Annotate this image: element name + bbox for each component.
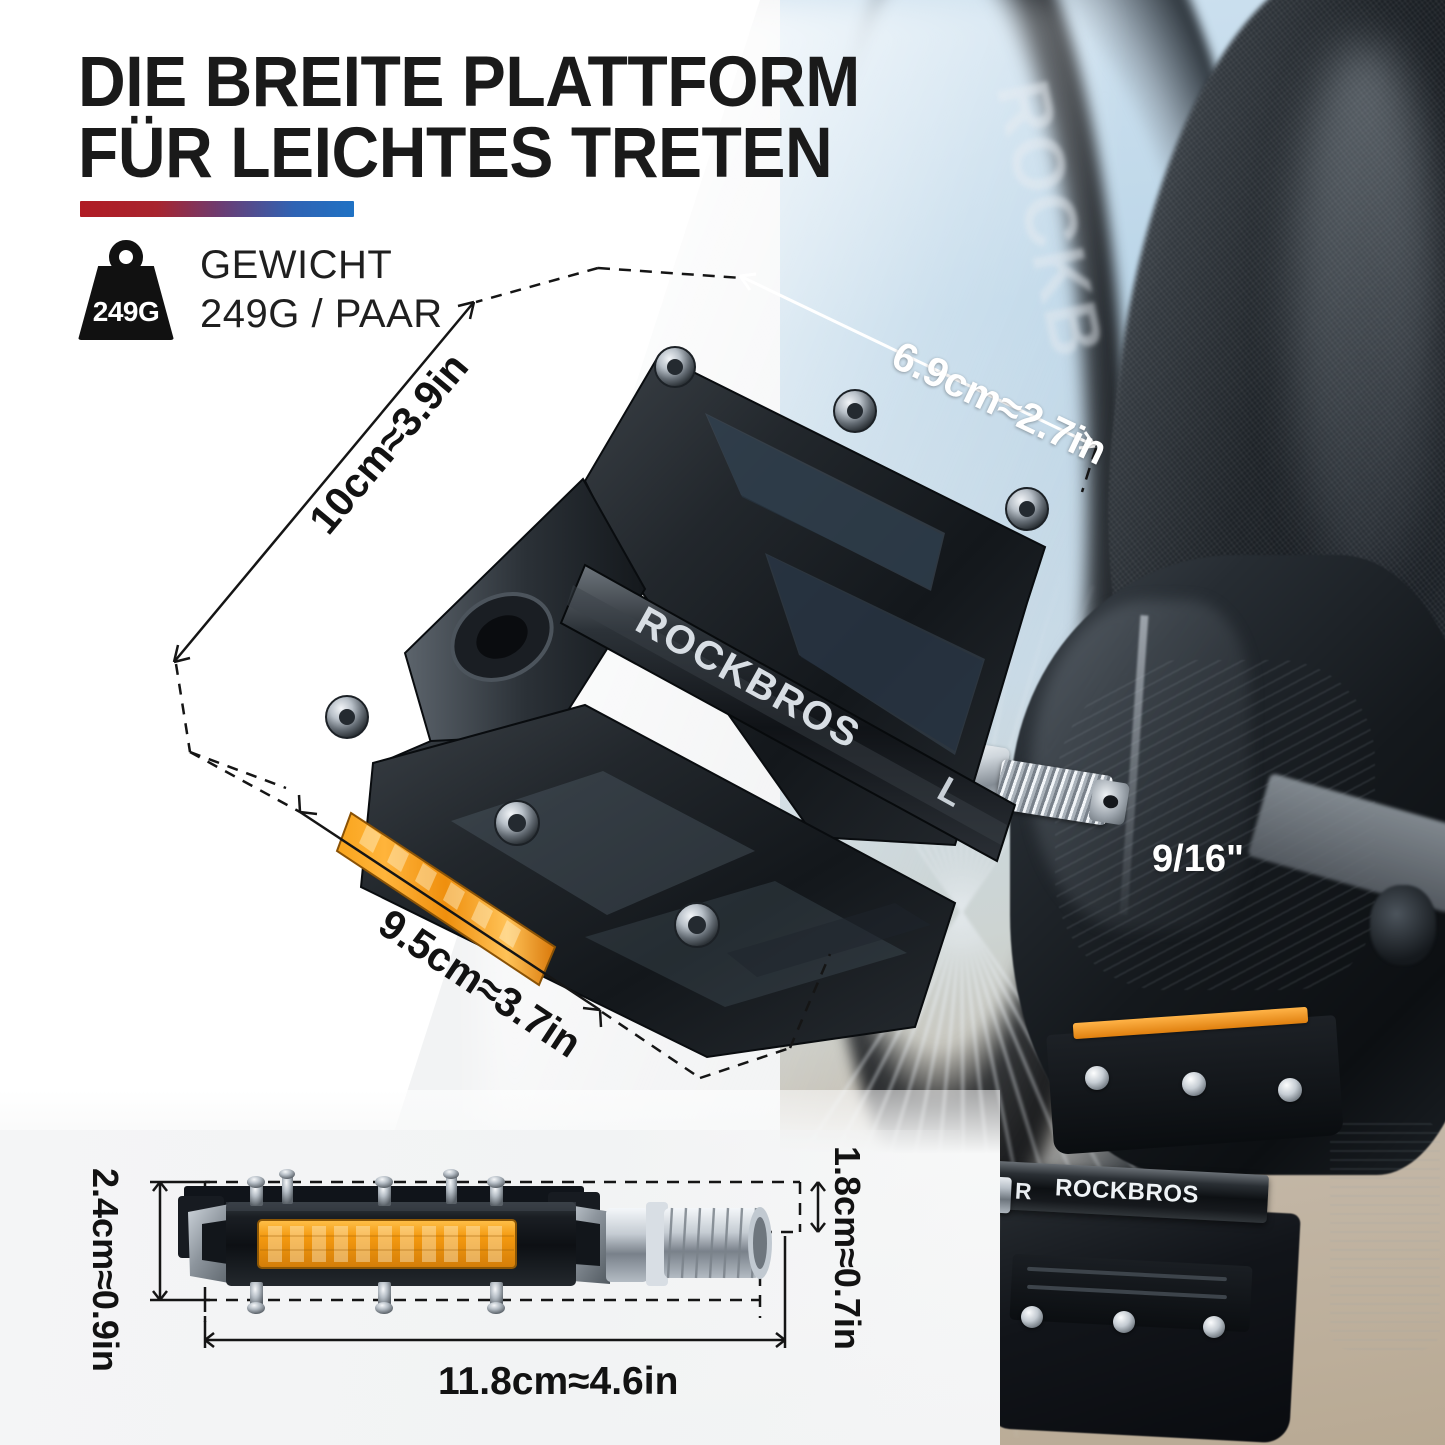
dimension-label-height-right: 1.8cm≈0.7in (827, 1146, 868, 1350)
right-pedal-screw (1021, 1306, 1043, 1328)
weight-label: GEWICHT (200, 243, 393, 288)
mid-pedal-screw (1278, 1078, 1302, 1102)
right-pedal-assembly: R ROCKBROS (876, 1150, 1305, 1445)
accent-divider (80, 201, 354, 217)
mid-pedal-screw (1182, 1072, 1206, 1096)
weight-badge-value: 249G (92, 296, 160, 327)
dimension-label-height-left: 2.4cm≈0.9in (85, 1168, 126, 1372)
headline-line-2: FÜR LEICHTES TRETEN (78, 114, 833, 194)
dimension-label-length-bottom: 11.8cm≈4.6in (438, 1360, 679, 1403)
leg-highlight (1290, 40, 1440, 600)
weight-icon: 249G (78, 240, 174, 340)
shoe-vent-texture (1330, 1120, 1440, 1350)
page-title: DIE BREITE PLATTFORM FÜR LEICHTES TRETEN (78, 47, 896, 194)
right-pedal-screw (1113, 1311, 1135, 1333)
headline-line-1: DIE BREITE PLATTFORM (78, 43, 860, 122)
side-view-pedal-illustration (160, 1168, 820, 1338)
right-pedal-screw (1203, 1316, 1225, 1338)
shoe-dial (1370, 885, 1436, 965)
dimension-label-thread: 9/16" (1152, 838, 1244, 880)
